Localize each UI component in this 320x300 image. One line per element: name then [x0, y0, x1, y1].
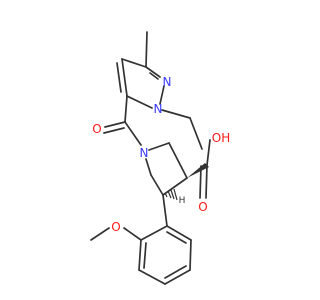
atom-label-n: N: [154, 102, 163, 116]
atom-label-o: O: [92, 122, 101, 136]
atom-label-o: O: [111, 220, 120, 234]
carbonyl-linker: [103, 95, 142, 146]
stereo-hash-bond: [164, 188, 178, 201]
atom-label-h: H: [179, 196, 186, 206]
methyl-bond: [145, 31, 148, 68]
atom-label-o: O: [198, 200, 207, 214]
pyrrolidine-ring: [145, 142, 188, 196]
atom-label-oh: OH: [212, 131, 230, 145]
atom-label-n: N: [140, 146, 149, 160]
ethyl-group: [161, 109, 203, 150]
pyrazole-ring: [116, 58, 165, 109]
methoxyphenyl-ring: [138, 225, 192, 285]
atom-label-n: N: [163, 75, 172, 89]
molecule-diagram: N N O N OH O H O: [90, 31, 230, 285]
stereo-wedge-bond: [187, 163, 209, 178]
carboxylic-acid: [199, 139, 211, 199]
methoxy-group: [90, 227, 142, 241]
aryl-attachment-bond: [162, 194, 168, 227]
